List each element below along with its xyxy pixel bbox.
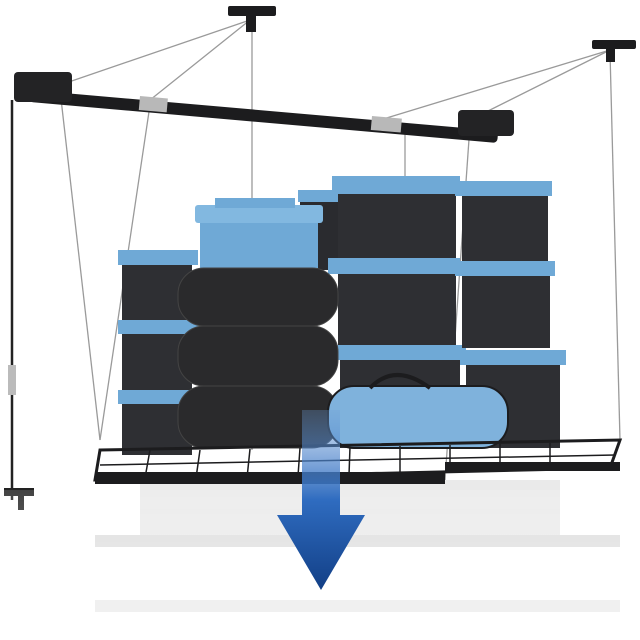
- rope-lock: [8, 365, 16, 395]
- top-bar: [14, 72, 514, 143]
- tire-stack: [177, 267, 339, 449]
- ceiling-mounts: [228, 6, 636, 62]
- storage-platform: [93, 438, 623, 484]
- down-arrow-icon: [277, 410, 365, 590]
- duffel-bag: [327, 373, 509, 449]
